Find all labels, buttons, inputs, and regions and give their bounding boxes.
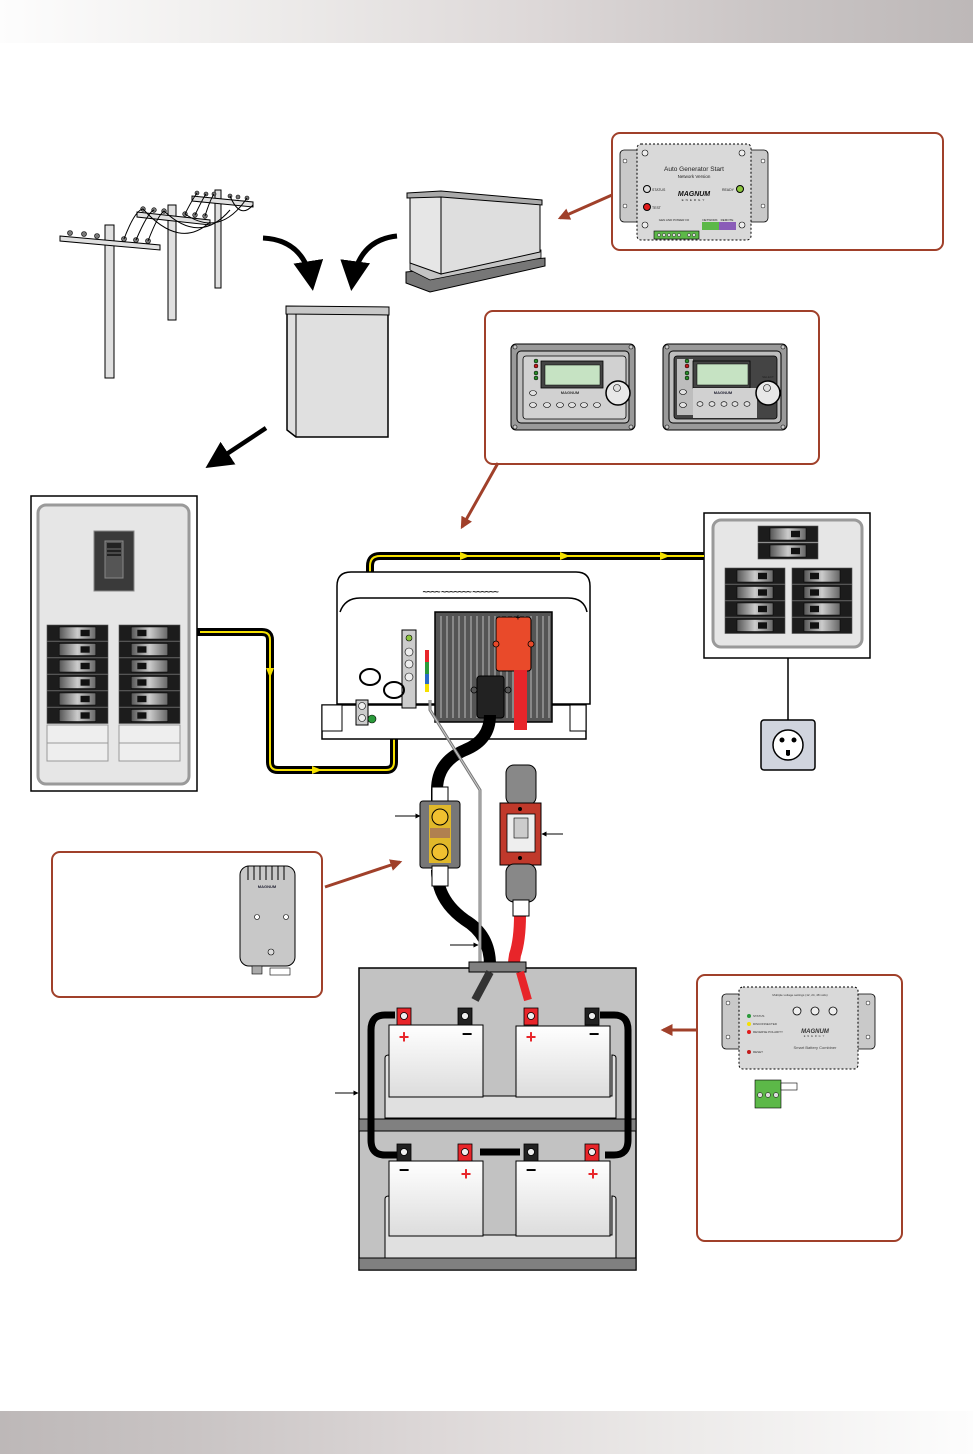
generator	[405, 190, 546, 293]
inverter: ~~~~ ~~~~~~~ ~~~~~~ +	[321, 571, 591, 740]
dc-disconnect	[499, 764, 542, 917]
sbc-brand: MAGNUM	[801, 1029, 830, 1035]
ground-lug-icon	[367, 714, 377, 724]
ags-callout: Auto Generator Start Network Version MAG…	[557, 132, 944, 251]
cable-grommet	[468, 961, 527, 973]
svg-text:+: +	[399, 1027, 410, 1047]
ags-brand: MAGNUM	[678, 191, 710, 198]
sbc-status-led-icon	[747, 1014, 751, 1018]
ags-ready-led-icon	[736, 185, 744, 193]
svg-text:~~~~ ~~~~~~~ ~~~~~~: ~~~~ ~~~~~~~ ~~~~~~	[422, 587, 499, 597]
sbc-voltage-dial	[792, 1006, 802, 1016]
sbc-reset-label: RESET	[753, 1050, 763, 1054]
svg-text:−: −	[589, 1024, 600, 1044]
negative-terminal-cover	[476, 675, 505, 719]
utility-to-transfer-arrow	[262, 235, 324, 291]
ags-test-label: TEST	[652, 206, 662, 210]
ags-brand-sub: ENERGY	[682, 198, 707, 202]
footer-band	[0, 1411, 973, 1454]
inverter-positive-mark: +	[516, 613, 521, 622]
ac-input-strain-relief	[359, 668, 381, 686]
polarity-marks: + − + − − + − +	[399, 1024, 600, 1184]
svg-text:−: −	[462, 1024, 473, 1044]
right-remote-knob	[755, 380, 781, 406]
dc-shunt	[419, 786, 461, 887]
sbc-brand-sub: ENERGY	[804, 1035, 827, 1038]
sbc-disconnect-dial	[810, 1006, 820, 1016]
left-remote-knob	[605, 380, 631, 406]
generator-to-transfer-arrow	[340, 233, 398, 291]
dc-negative-cable	[431, 714, 496, 966]
ags-device-title: Auto Generator Start	[664, 166, 724, 173]
terminal-strip	[401, 629, 417, 709]
standard-remote: MAGNUM	[510, 343, 636, 431]
remote-lcd-screen	[696, 363, 749, 386]
sbc-reverse-label: REVERSE POLARITY	[753, 1030, 783, 1034]
ags-terminal-block	[653, 230, 700, 240]
ags-status-label: STATUS	[652, 188, 666, 192]
ags-test-led-icon	[643, 203, 651, 211]
svg-text:−: −	[399, 1160, 410, 1180]
sub-panel	[703, 512, 871, 659]
sbc-reset-led-icon	[747, 1050, 751, 1054]
ags-remote-port-label: REMOTE	[721, 218, 734, 222]
remotes-callout: MAGNUM MAGNUM	[460, 310, 820, 530]
advanced-remote: MAGNUM SELECT	[662, 343, 788, 431]
ags-status-led-icon	[643, 185, 651, 193]
smart-battery-combiner-callout: Multiple voltage settings (12, 24, 48 vo…	[660, 974, 903, 1242]
utility-poles	[59, 189, 254, 379]
ac-outlet	[760, 719, 816, 771]
sbc-note: Multiple voltage settings (12, 24, 48 vo…	[772, 993, 827, 997]
battery-4	[515, 1160, 611, 1237]
remote-lcd-screen	[544, 364, 601, 386]
battery-2	[515, 1025, 611, 1098]
svg-text:+: +	[526, 1027, 537, 1047]
transfer-to-panel-arrow	[205, 426, 268, 468]
sbc-reverse-led-icon	[747, 1030, 751, 1034]
right-remote-brand: MAGNUM	[714, 390, 733, 395]
svg-text:−: −	[526, 1160, 537, 1180]
main-electrical-panel	[30, 495, 198, 792]
positive-terminal-cover	[495, 616, 532, 672]
svg-text:+: +	[588, 1164, 599, 1184]
sbc-connect-dial	[828, 1006, 838, 1016]
ac-output-strain-relief	[383, 681, 405, 699]
ags-ready-label: READY	[722, 188, 735, 192]
sbc-disconnected-label: DISCONNECTED	[753, 1022, 778, 1026]
battery-3	[388, 1160, 484, 1237]
sbc-disconnected-led-icon	[747, 1022, 751, 1026]
ags-terminal-label: GEN AND POWER I/O	[659, 218, 690, 222]
left-remote-brand: MAGNUM	[561, 390, 580, 395]
battery-bank: + − + − − + − +	[358, 961, 637, 1271]
right-remote-select-label: SELECT	[762, 375, 774, 379]
battery-monitor-callout: MAGNUM	[51, 851, 403, 998]
header-band	[0, 0, 973, 43]
ags-device-subtitle: Network Version	[678, 174, 711, 179]
bmk-brand: MAGNUM	[258, 884, 277, 889]
battery-1	[388, 1024, 484, 1098]
transfer-switch	[285, 305, 390, 438]
svg-text:+: +	[461, 1164, 472, 1184]
sbc-status-label: STATUS	[753, 1014, 764, 1018]
sbc-device-title: Smart Battery Combiner	[794, 1045, 838, 1050]
ags-network-port-label: NETWORK	[702, 218, 717, 222]
